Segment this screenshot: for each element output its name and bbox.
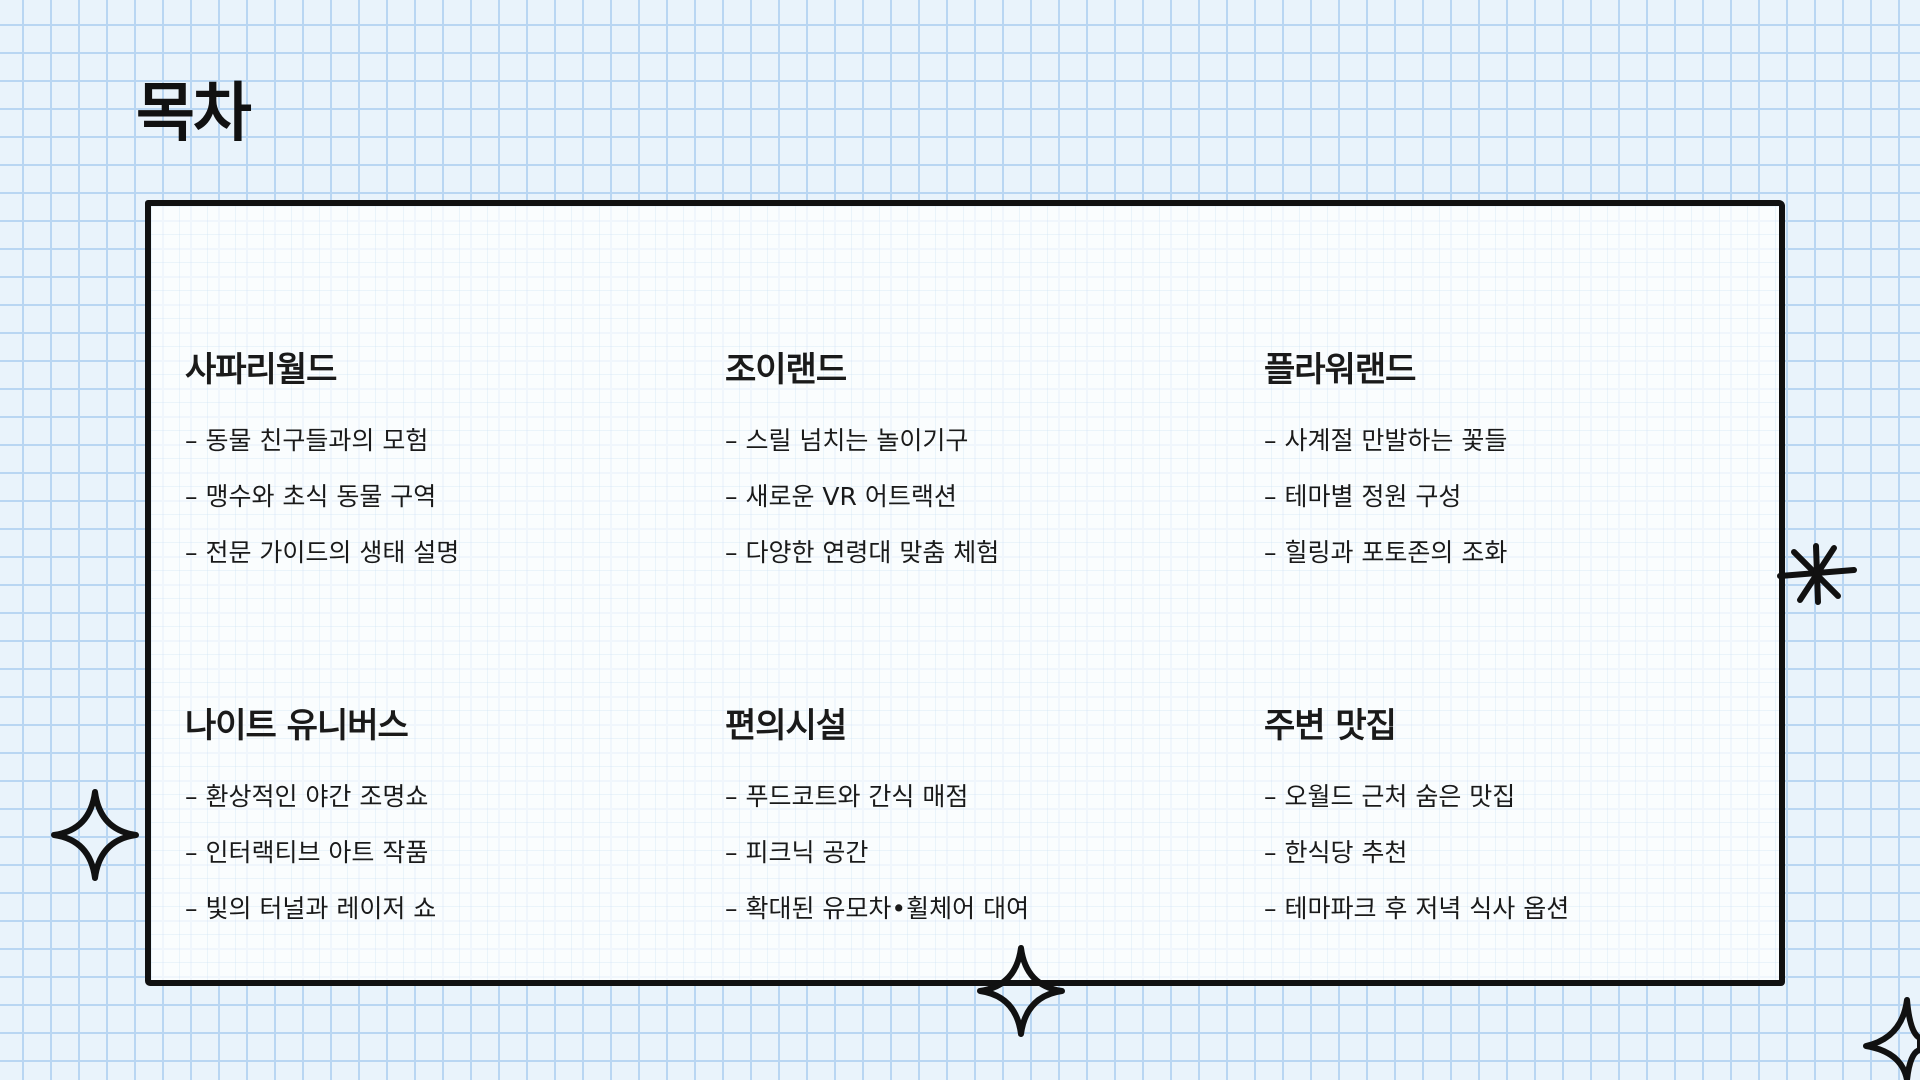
list-item: 다양한 연령대 맞춤 체험 [725,537,1245,569]
section-title: 플라워랜드 [1264,350,1416,390]
section-title: 나이트 유니버스 [185,706,409,746]
sparkle-icon [977,945,1065,1037]
section-title: 편의시설 [725,706,847,746]
asterisk-icon [1777,543,1857,605]
page-title: 목차 [136,77,252,151]
list-item: 전문 가이드의 생태 설명 [185,537,705,569]
list-item: 한식당 추천 [1264,837,1784,869]
section-facilities: 편의시설 푸드코트와 간식 매점 피크닉 공간 확대된 유모차•휠체어 대여 [725,698,1245,949]
section-joy-land: 조이랜드 스릴 넘치는 놀이기구 새로운 VR 어트랙션 다양한 연령대 맞춤 … [725,342,1245,593]
list-item: 새로운 VR 어트랙션 [725,481,1245,513]
list-item: 빛의 터널과 레이저 쇼 [185,893,705,925]
list-item: 동물 친구들과의 모험 [185,425,705,457]
list-item: 확대된 유모차•휠체어 대여 [725,893,1245,925]
section-flower-land: 플라워랜드 사계절 만발하는 꽃들 테마별 정원 구성 힐링과 포토존의 조화 [1264,342,1784,593]
list-item: 힐링과 포토존의 조화 [1264,537,1784,569]
section-safari-world: 사파리월드 동물 친구들과의 모험 맹수와 초식 동물 구역 전문 가이드의 생… [185,342,705,593]
sparkle-icon [51,789,139,881]
list-item: 스릴 넘치는 놀이기구 [725,425,1245,457]
list-item: 환상적인 야간 조명쇼 [185,781,705,813]
list-item: 사계절 만발하는 꽃들 [1264,425,1784,457]
section-title: 주변 맛집 [1264,706,1397,746]
section-title: 사파리월드 [185,350,337,390]
list-item: 푸드코트와 간식 매점 [725,781,1245,813]
list-item: 테마파크 후 저녁 식사 옵션 [1264,893,1784,925]
section-title: 조이랜드 [725,350,847,390]
contents-card: 사파리월드 동물 친구들과의 모험 맹수와 초식 동물 구역 전문 가이드의 생… [145,200,1785,986]
section-nearby-restaurants: 주변 맛집 오월드 근처 숨은 맛집 한식당 추천 테마파크 후 저녁 식사 옵… [1264,698,1784,949]
list-item: 인터랙티브 아트 작품 [185,837,705,869]
list-item: 오월드 근처 숨은 맛집 [1264,781,1784,813]
sparkle-icon [1863,997,1920,1080]
list-item: 피크닉 공간 [725,837,1245,869]
section-night-universe: 나이트 유니버스 환상적인 야간 조명쇼 인터랙티브 아트 작품 빛의 터널과 … [185,698,705,949]
list-item: 맹수와 초식 동물 구역 [185,481,705,513]
list-item: 테마별 정원 구성 [1264,481,1784,513]
